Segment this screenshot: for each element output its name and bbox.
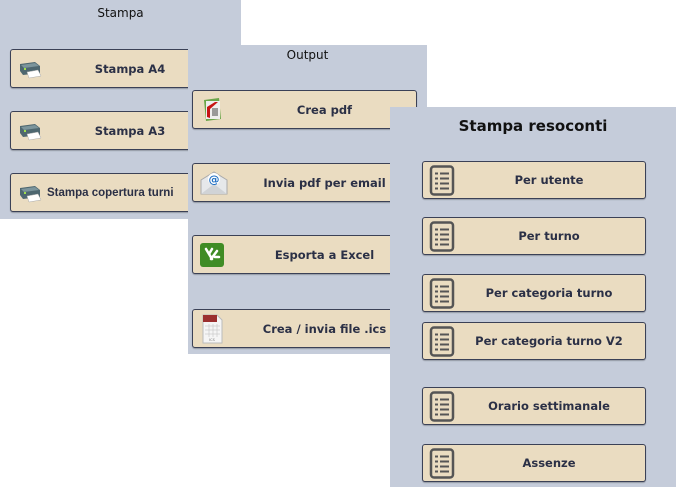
output-title: Output: [286, 48, 329, 62]
assenze-button[interactable]: Assenze: [422, 444, 646, 482]
per-categoria-turno-v2-button[interactable]: Per categoria turno V2: [422, 322, 646, 360]
per-categoria-turno-button[interactable]: Per categoria turno: [422, 274, 646, 312]
pdf-icon: [204, 98, 221, 121]
esporta-excel-button[interactable]: Esporta a Excel: [192, 235, 417, 274]
calendar-icon: ICS: [202, 314, 223, 344]
printer-icon: [17, 118, 43, 144]
stampa-title: Stampa: [97, 6, 144, 20]
stampa-a4-button[interactable]: Stampa A4: [10, 49, 210, 88]
stampa-copertura-turni-button[interactable]: Stampa copertura turni: [10, 173, 210, 212]
stampa-a3-button[interactable]: Stampa A3: [10, 111, 210, 150]
list-icon: [429, 326, 455, 357]
list-icon: [429, 165, 455, 196]
excel-icon: [200, 243, 224, 267]
per-utente-button[interactable]: Per utente: [422, 161, 646, 199]
list-icon: [429, 221, 455, 252]
invia-pdf-email-button[interactable]: @Invia pdf per email: [192, 163, 417, 202]
crea-pdf-button[interactable]: Crea pdf: [192, 90, 417, 129]
list-icon: [429, 278, 455, 309]
stampa-resoconti-title: Stampa resoconti: [458, 117, 608, 135]
output-panel: Output Crea pdf @Invia pdf per email Esp…: [188, 45, 427, 354]
printer-icon: [17, 56, 43, 82]
per-turno-button[interactable]: Per turno: [422, 217, 646, 255]
list-icon: [429, 391, 455, 422]
printer-icon: [17, 180, 43, 206]
list-icon: [429, 448, 455, 479]
stampa-resoconti-panel: Stampa resoconti Per utente Per turno Pe…: [390, 107, 676, 487]
svg-text:@: @: [209, 173, 220, 186]
orario-settimanale-button[interactable]: Orario settimanale: [422, 387, 646, 425]
email-icon: @: [200, 171, 228, 195]
svg-text:ICS: ICS: [209, 338, 215, 342]
